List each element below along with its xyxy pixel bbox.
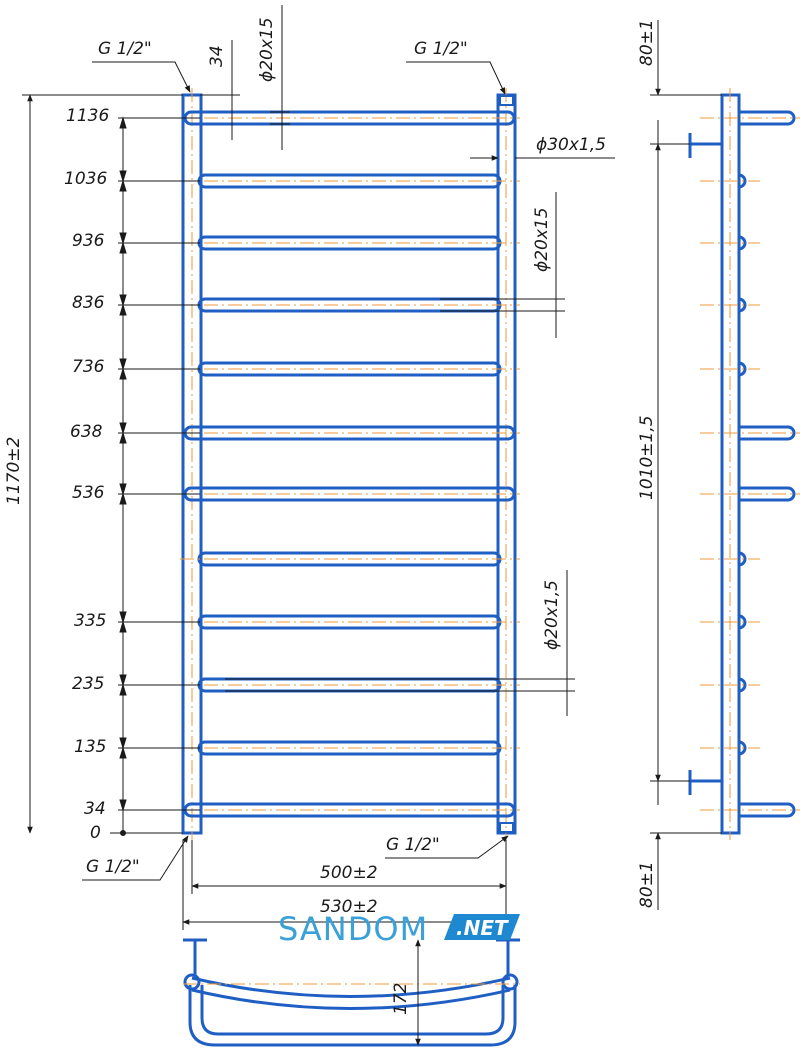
height-mark-135: 135 <box>74 737 106 757</box>
bottom-right-connection: G 1/2" <box>385 835 509 859</box>
height-mark-1036: 1036 <box>64 169 107 189</box>
right-riser <box>496 88 517 840</box>
height-mark-235: 235 <box>72 674 104 694</box>
side-long-stubs <box>739 110 796 818</box>
watermark-badge <box>444 914 520 940</box>
watermark-brand: SANDOM <box>278 910 428 948</box>
bottom-left-connection-label: G 1/2" <box>86 857 140 877</box>
top-rail-dimension: ϕ20x15 <box>257 5 290 150</box>
bottom-right-fitting <box>499 822 514 833</box>
watermark: SANDOM .NET <box>278 910 520 948</box>
height-mark-638: 638 <box>70 422 103 442</box>
top-left-connection: G 1/2" <box>92 39 191 93</box>
height-mark-1136: 1136 <box>66 106 109 126</box>
height-mark-936: 936 <box>72 231 105 251</box>
top-right-fitting <box>499 95 514 106</box>
total-height-dimension: 1170±2 <box>4 94 183 834</box>
side-bottom-label: 80±1 <box>637 861 657 908</box>
bottom-right-connection-label: G 1/2" <box>386 835 440 855</box>
riser-dimension: ϕ30x1,5 <box>470 135 615 161</box>
side-view: 80±1 1010±1,5 80±1 <box>637 19 800 910</box>
height-leaders <box>110 117 200 834</box>
depth-label: 172 <box>391 983 411 1015</box>
height-mark-0: 0 <box>90 823 101 843</box>
side-top-label: 80±1 <box>637 19 657 66</box>
watermark-suffix: .NET <box>456 916 509 940</box>
rail-mid-dimension: ϕ20x15 <box>440 192 565 338</box>
top-right-connection: G 1/2" <box>406 39 506 95</box>
riser-label: ϕ30x1,5 <box>536 135 606 155</box>
height-mark-335: 335 <box>74 611 106 631</box>
side-dimensions: 80±1 1010±1,5 80±1 <box>637 19 722 910</box>
bottom-left-connection: G 1/2" <box>82 835 189 881</box>
side-axes <box>700 117 800 811</box>
height-mark-836: 836 <box>72 293 105 313</box>
top-offset-dimension: 34 <box>200 40 240 140</box>
side-height-label: 1010±1,5 <box>637 415 657 500</box>
left-fitting <box>183 973 201 991</box>
rail-mid-label: ϕ20x15 <box>532 207 552 272</box>
top-view: 172 <box>183 938 520 1047</box>
rail-low-label: ϕ20x1,5 <box>542 580 562 650</box>
rail-low-dimension: ϕ20x1,5 <box>225 570 575 716</box>
right-fitting <box>501 973 519 991</box>
center-distance-label: 500±2 <box>320 863 378 883</box>
rungs <box>180 110 520 818</box>
top-offset-label: 34 <box>207 45 227 67</box>
top-left-connection-label: G 1/2" <box>98 39 152 59</box>
height-labels: 1136 1036 936 836 736 638 536 335 235 13… <box>64 106 109 843</box>
top-rail-label: ϕ20x15 <box>257 17 277 82</box>
total-height-label: 1170±2 <box>4 437 24 505</box>
height-mark-536: 536 <box>72 483 105 503</box>
wall-brackets <box>688 133 722 795</box>
chain-arrows <box>119 116 127 836</box>
total-width-label: 530±2 <box>320 897 378 917</box>
front-view: 1136 1036 936 836 736 638 536 335 235 13… <box>4 5 615 930</box>
height-mark-34: 34 <box>84 799 106 819</box>
left-riser <box>181 88 203 840</box>
height-mark-736: 736 <box>72 357 105 377</box>
top-right-connection-label: G 1/2" <box>414 39 468 59</box>
side-short-knobs <box>738 173 747 756</box>
